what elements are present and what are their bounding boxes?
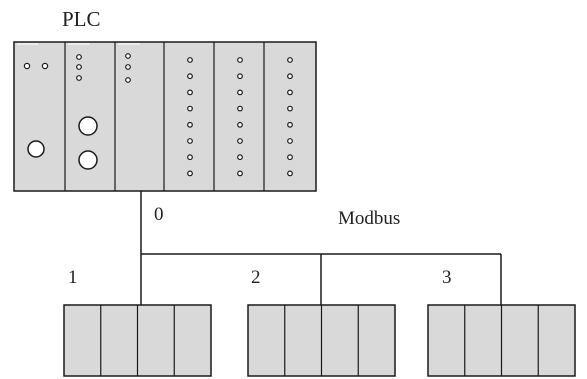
io-indicator-led — [187, 89, 193, 96]
indicator-led — [125, 77, 131, 83]
port-circle — [27, 140, 45, 158]
indicator-led — [76, 64, 82, 70]
io-indicator-led — [237, 138, 243, 144]
io-indicator-led — [237, 121, 243, 128]
indicator-led — [125, 53, 131, 59]
io-indicator-led — [287, 57, 293, 63]
node-label-3: 3 — [442, 267, 452, 288]
io-indicator-led — [237, 170, 243, 177]
plc-rack — [13, 41, 317, 192]
indicator-led — [76, 54, 82, 60]
remote-io-module-1 — [63, 304, 212, 377]
indicator-led — [23, 62, 31, 70]
port-circle — [78, 150, 98, 170]
io-led-columns — [187, 57, 293, 177]
io-indicator-led — [287, 121, 293, 128]
io-indicator-led — [237, 57, 243, 63]
io-indicator-led — [187, 121, 193, 128]
io-indicator-led — [237, 89, 243, 96]
modbus-label: Modbus — [338, 208, 400, 229]
indicator-led — [76, 75, 82, 81]
node-label-2: 2 — [251, 267, 261, 288]
io-indicator-led — [187, 170, 193, 177]
indicator-led — [41, 62, 49, 70]
remote-io-module-2 — [247, 304, 396, 377]
io-indicator-led — [237, 73, 243, 80]
node-label-1: 1 — [68, 267, 78, 288]
node-label-0: 0 — [154, 204, 164, 225]
io-indicator-led — [187, 154, 193, 161]
plc-rack-body — [13, 41, 317, 192]
io-indicator-led — [187, 105, 193, 112]
plc-label: PLC — [62, 7, 101, 31]
io-indicator-led — [287, 170, 293, 177]
io-indicator-led — [237, 105, 243, 112]
io-indicator-led — [287, 138, 293, 144]
io-indicator-led — [287, 105, 293, 112]
io-indicator-led — [287, 73, 293, 80]
remote-io-module-3 — [427, 304, 576, 377]
io-indicator-led — [237, 154, 243, 161]
modbus-wiring — [140, 191, 502, 305]
io-indicator-led — [287, 89, 293, 96]
io-indicator-led — [187, 73, 193, 80]
remote-modules — [63, 304, 576, 377]
indicator-led — [125, 64, 131, 70]
io-indicator-led — [187, 138, 193, 144]
io-indicator-led — [187, 57, 193, 63]
io-indicator-led — [287, 154, 293, 161]
port-circle — [78, 116, 98, 136]
